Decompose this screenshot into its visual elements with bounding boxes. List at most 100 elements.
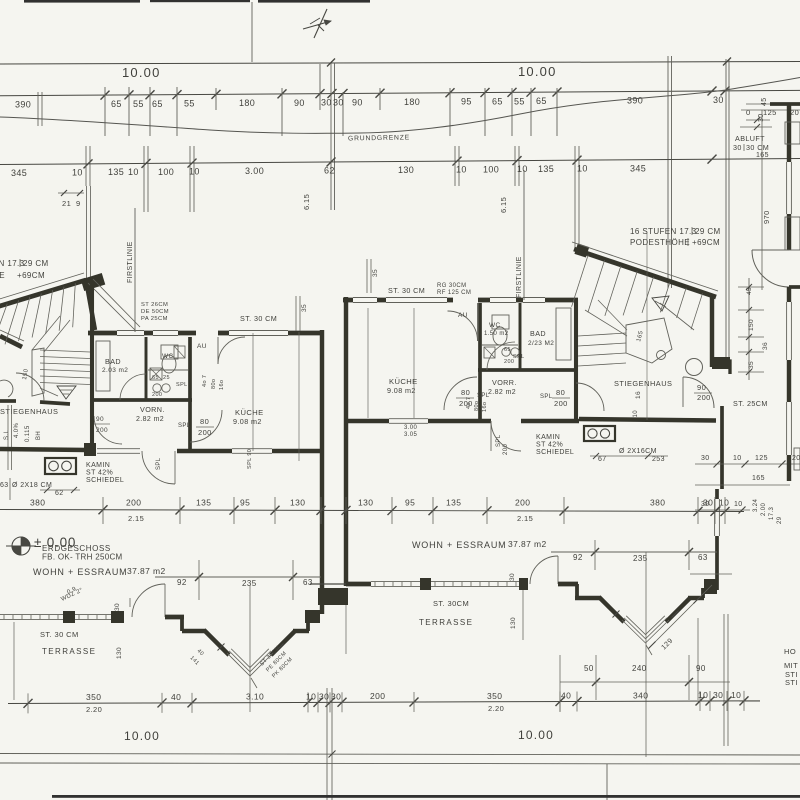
svg-text:65: 65 [536, 96, 547, 106]
svg-text:36: 36 [762, 342, 769, 350]
svg-text:KAMIN: KAMIN [536, 434, 560, 441]
svg-text:ST. 30 CM: ST. 30 CM [40, 630, 79, 639]
svg-text:STI: STI [785, 678, 798, 687]
svg-text:16o: 16o [219, 380, 225, 390]
svg-text:SPL 90: SPL 90 [247, 449, 253, 469]
svg-text:200: 200 [96, 427, 108, 434]
svg-text:130: 130 [290, 498, 305, 508]
svg-text:40: 40 [561, 691, 571, 701]
svg-text:37.87 m2: 37.87 m2 [127, 566, 166, 576]
svg-text:9.08 m2: 9.08 m2 [387, 386, 416, 395]
svg-text:9.08 m2: 9.08 m2 [233, 417, 262, 426]
svg-text:92: 92 [177, 578, 187, 587]
svg-text:390: 390 [15, 100, 31, 110]
svg-text:10: 10 [128, 167, 139, 177]
svg-text:2.15: 2.15 [517, 514, 533, 523]
svg-text:STIEGENHAUS: STIEGENHAUS [0, 407, 58, 416]
svg-text:37.87 m2: 37.87 m2 [508, 539, 547, 549]
svg-text:30: 30 [733, 143, 742, 152]
svg-text:SPL: SPL [513, 354, 525, 360]
svg-text:200: 200 [697, 393, 711, 402]
svg-text:380: 380 [650, 498, 665, 508]
svg-text:345: 345 [630, 163, 646, 173]
svg-text:130: 130 [116, 647, 123, 659]
svg-text:+69CM: +69CM [692, 238, 720, 247]
svg-text:ST 42%: ST 42% [536, 442, 563, 449]
svg-text:10: 10 [189, 167, 200, 177]
svg-text:KÜCHE: KÜCHE [389, 377, 418, 386]
svg-text:200: 200 [515, 498, 530, 508]
svg-text:30: 30 [114, 603, 121, 611]
svg-text:165: 165 [756, 152, 769, 159]
svg-text:90: 90 [294, 98, 305, 108]
svg-text:50: 50 [584, 664, 594, 673]
svg-text:340: 340 [633, 690, 648, 700]
svg-text:20: 20 [792, 455, 800, 462]
svg-text:100: 100 [483, 164, 499, 174]
svg-text:90: 90 [696, 664, 706, 673]
svg-text:150: 150 [22, 368, 30, 380]
svg-text:FB. OK- TRH 250CM: FB. OK- TRH 250CM [42, 553, 123, 562]
svg-text:80o: 80o [211, 379, 217, 389]
svg-text:30: 30 [758, 113, 765, 122]
svg-text:SPL: SPL [540, 394, 553, 400]
svg-text:WOHN + ESSRAUM: WOHN + ESSRAUM [33, 567, 127, 577]
svg-text:10: 10 [72, 167, 83, 177]
svg-text:45: 45 [746, 287, 753, 295]
svg-text:65: 65 [111, 99, 122, 109]
svg-text:67: 67 [598, 456, 607, 463]
svg-text:970: 970 [762, 210, 771, 224]
svg-text:20: 20 [790, 108, 799, 117]
svg-text:ST 26CM: ST 26CM [141, 302, 168, 308]
svg-text:ST. 30CM: ST. 30CM [433, 599, 469, 608]
svg-text:10: 10 [698, 690, 708, 700]
svg-text:380: 380 [30, 498, 45, 508]
svg-text:150: 150 [748, 319, 755, 331]
svg-text:125: 125 [763, 108, 777, 117]
svg-text:1.50 m2: 1.50 m2 [484, 331, 509, 337]
svg-text:WOHN + ESSRAUM: WOHN + ESSRAUM [412, 540, 506, 550]
svg-text:GRUNDGRENZE: GRUNDGRENZE [348, 134, 410, 142]
svg-text:3.10: 3.10 [246, 692, 264, 702]
svg-text:35: 35 [372, 269, 379, 277]
svg-text:235: 235 [633, 554, 648, 563]
svg-text:TERRASSE: TERRASSE [42, 647, 96, 656]
svg-text:200: 200 [198, 428, 212, 437]
svg-text:HO: HO [784, 647, 796, 656]
svg-text:95: 95 [461, 97, 472, 107]
svg-text:SPL: SPL [477, 393, 490, 399]
svg-text:30: 30 [713, 95, 724, 105]
svg-text:90: 90 [96, 416, 104, 423]
svg-text:SPL: SPL [496, 434, 502, 447]
svg-text:6.15: 6.15 [499, 197, 508, 213]
svg-text:BAD: BAD [105, 357, 121, 366]
svg-text:Ø 2X16CM: Ø 2X16CM [619, 448, 657, 455]
svg-text:16: 16 [635, 391, 642, 399]
svg-text:65: 65 [152, 375, 159, 381]
svg-text:130: 130 [398, 165, 414, 175]
svg-text:16 STUFEN 17.3: 16 STUFEN 17.3 [630, 227, 697, 236]
svg-text:PA 25CM: PA 25CM [141, 316, 168, 322]
svg-text:30: 30 [509, 573, 516, 581]
svg-text:± 0.00: ± 0.00 [34, 535, 76, 550]
svg-text:KAMIN: KAMIN [86, 462, 110, 469]
svg-text:10.00: 10.00 [122, 65, 161, 80]
svg-text:63: 63 [0, 482, 9, 489]
svg-text:200: 200 [370, 691, 385, 701]
svg-text:2.20: 2.20 [488, 704, 504, 713]
svg-text:130: 130 [358, 498, 373, 508]
svg-text:2.20: 2.20 [86, 705, 102, 714]
svg-text:90: 90 [697, 383, 706, 392]
svg-text:30 CM: 30 CM [746, 143, 769, 152]
svg-text:180: 180 [404, 97, 420, 107]
svg-text:16o: 16o [482, 402, 488, 412]
svg-text:BAD: BAD [530, 329, 546, 338]
svg-text:10: 10 [734, 501, 743, 508]
svg-text:30: 30 [333, 98, 344, 108]
svg-text:2.82 m2: 2.82 m2 [136, 416, 164, 423]
svg-text:10: 10 [517, 164, 528, 174]
svg-text:10: 10 [577, 164, 588, 174]
svg-text:3.00: 3.00 [245, 166, 264, 176]
svg-text:80: 80 [556, 388, 565, 397]
svg-text:135: 135 [446, 498, 461, 508]
